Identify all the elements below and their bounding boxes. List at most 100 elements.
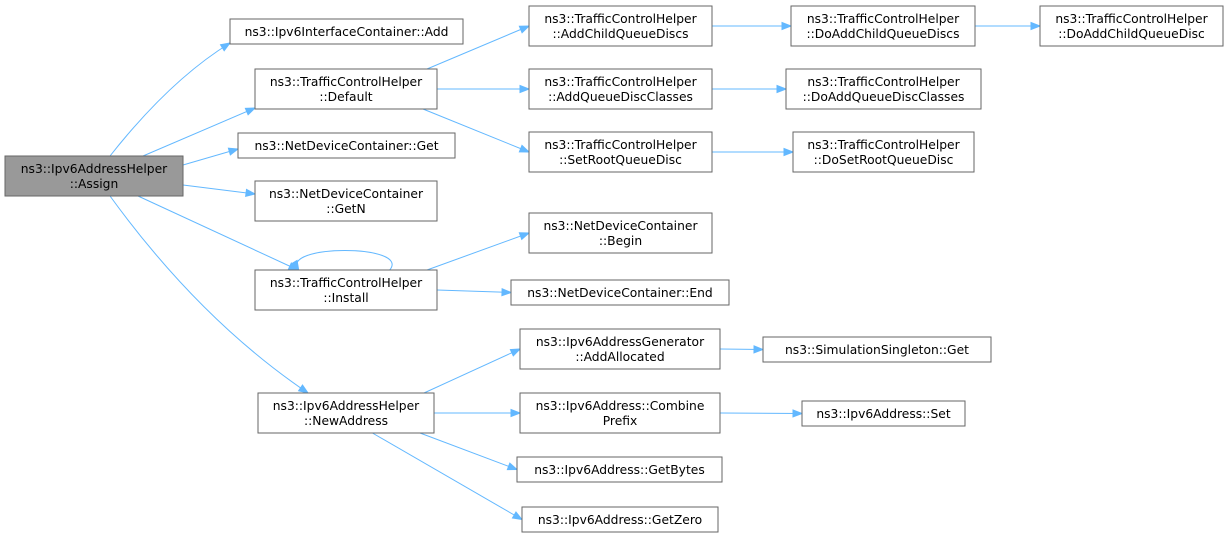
edge-arrowhead: [297, 384, 310, 394]
node-label: ns3::SimulationSingleton::Get: [785, 343, 969, 357]
node-box[interactable]: [790, 5, 976, 47]
node-label: ns3::Ipv6AddressHelper: [21, 162, 168, 176]
node-box[interactable]: [521, 506, 719, 533]
node-tch-default[interactable]: ns3::TrafficControlHelper::Default: [254, 68, 438, 110]
node-box[interactable]: [1039, 5, 1224, 47]
node-label: ns3::TrafficControlHelper: [807, 12, 960, 26]
node-ndc-getn[interactable]: ns3::NetDeviceContainer::GetN: [254, 180, 438, 222]
edge-arrowhead: [511, 511, 524, 521]
edge-assign-to-ipv6if-add: [109, 42, 232, 157]
node-label: ns3::Ipv6Address::Set: [816, 407, 950, 421]
node-box[interactable]: [229, 18, 464, 45]
node-box[interactable]: [528, 131, 713, 173]
edge-line: [423, 348, 521, 394]
node-box[interactable]: [519, 328, 721, 370]
node-label: ns3::TrafficControlHelper: [807, 138, 960, 152]
node-label: ::Default: [319, 90, 372, 104]
node-newaddress[interactable]: ns3::Ipv6AddressHelper::NewAddress: [257, 392, 435, 434]
edge-arrowhead: [783, 147, 795, 157]
node-ipv6if-add[interactable]: ns3::Ipv6InterfaceContainer::Add: [229, 18, 464, 45]
edge-arrowhead: [506, 462, 519, 471]
edge-assign-to-ndc-get: [182, 147, 240, 166]
edge-arrowhead: [501, 287, 513, 297]
edge-newaddress-to-ipv6-combine: [434, 408, 522, 418]
edge-line: [426, 232, 530, 271]
node-tch-setroot[interactable]: ns3::TrafficControlHelper::SetRootQueueD…: [528, 131, 713, 173]
node-label: ns3::TrafficControlHelper: [270, 75, 423, 89]
node-box[interactable]: [785, 68, 982, 110]
node-label: ::Assign: [70, 177, 119, 191]
node-label: ns3::NetDeviceContainer: [269, 187, 424, 201]
node-label: ns3::Ipv6Address::Combine: [536, 399, 705, 413]
node-label: ::DoAddQueueDiscClasses: [803, 90, 965, 104]
edge-arrowhead: [245, 188, 257, 198]
node-tch-doaddclasses[interactable]: ns3::TrafficControlHelper::DoAddQueueDis…: [785, 68, 982, 110]
edge-line: [436, 289, 512, 293]
node-box[interactable]: [792, 131, 975, 173]
edge-assign-to-ndc-getn: [182, 184, 257, 198]
node-assign[interactable]: ns3::Ipv6AddressHelper::Assign: [4, 155, 184, 197]
node-box[interactable]: [801, 400, 966, 427]
node-label: ns3::Ipv6Address::GetBytes: [534, 463, 705, 477]
edge-line: [372, 432, 523, 520]
edge-arrowhead: [227, 147, 240, 156]
edge-arrowhead: [781, 21, 793, 31]
edge-gen-addalloc-to-simsingleton-get: [719, 345, 765, 354]
node-box[interactable]: [254, 180, 438, 222]
node-box[interactable]: [4, 155, 184, 197]
edge-tch-addclasses-to-tch-doaddclasses: [712, 84, 788, 94]
node-label: ::DoAddChildQueueDisc: [1058, 27, 1205, 41]
node-label: Prefix: [603, 414, 638, 428]
node-box[interactable]: [528, 68, 713, 110]
node-box[interactable]: [510, 279, 730, 306]
node-box[interactable]: [237, 132, 456, 159]
edge-tch-setroot-to-tch-dosetroot: [712, 147, 795, 157]
node-ipv6-set[interactable]: ns3::Ipv6Address::Set: [801, 400, 966, 427]
edges-layer: [109, 21, 1042, 521]
node-box[interactable]: [528, 212, 713, 254]
node-gen-addalloc[interactable]: ns3::Ipv6AddressGenerator::AddAllocated: [519, 328, 721, 370]
node-ndc-get[interactable]: ns3::NetDeviceContainer::Get: [237, 132, 456, 159]
edge-tch-default-to-tch-addchild: [426, 25, 531, 70]
node-tch-dosetroot[interactable]: ns3::TrafficControlHelper::DoSetRootQueu…: [792, 131, 975, 173]
edge-arrowhead: [518, 144, 531, 153]
edge-arrowhead: [776, 84, 788, 94]
node-tch-addclasses[interactable]: ns3::TrafficControlHelper::AddQueueDiscC…: [528, 68, 713, 110]
edge-tch-default-to-tch-addclasses: [437, 84, 531, 94]
node-ndc-begin[interactable]: ns3::NetDeviceContainer::Begin: [528, 212, 713, 254]
node-box[interactable]: [254, 68, 438, 110]
edge-arrowhead: [792, 409, 804, 418]
edge-tch-default-to-tch-setroot: [422, 108, 531, 153]
edge-line: [296, 250, 393, 271]
node-box[interactable]: [528, 5, 713, 47]
node-box[interactable]: [519, 392, 721, 434]
node-simsingleton-get[interactable]: ns3::SimulationSingleton::Get: [762, 336, 992, 363]
edge-line: [109, 42, 231, 157]
node-tch-doaddchild[interactable]: ns3::TrafficControlHelper::DoAddChildQue…: [1039, 5, 1224, 47]
node-ipv6-getzero[interactable]: ns3::Ipv6Address::GetZero: [521, 506, 719, 533]
node-box[interactable]: [516, 456, 723, 483]
node-ndc-end[interactable]: ns3::NetDeviceContainer::End: [510, 279, 730, 306]
node-label: ns3::TrafficControlHelper: [807, 75, 960, 89]
node-label: ::GetN: [326, 202, 365, 216]
node-box[interactable]: [257, 392, 435, 434]
node-label: ::AddChildQueueDiscs: [553, 27, 689, 41]
edge-tch-install-to-tch-install: [290, 250, 393, 272]
node-box[interactable]: [762, 336, 992, 363]
edge-line: [719, 412, 803, 414]
node-ipv6-getbytes[interactable]: ns3::Ipv6Address::GetBytes: [516, 456, 723, 483]
edge-line: [137, 195, 299, 271]
edge-line: [142, 107, 256, 157]
node-tch-install[interactable]: ns3::TrafficControlHelper::Install: [254, 269, 438, 311]
edge-arrowhead: [519, 84, 531, 94]
node-tch-addchild[interactable]: ns3::TrafficControlHelper::AddChildQueue…: [528, 5, 713, 47]
node-label: ::AddQueueDiscClasses: [548, 90, 693, 104]
node-label: ::Begin: [599, 234, 642, 248]
edge-line: [426, 25, 530, 70]
node-label: ns3::Ipv6Address::GetZero: [538, 513, 702, 527]
node-box[interactable]: [254, 269, 438, 311]
edge-tch-install-to-ndc-begin: [426, 232, 531, 271]
node-tch-doaddchilds[interactable]: ns3::TrafficControlHelper::DoAddChildQue…: [790, 5, 976, 47]
